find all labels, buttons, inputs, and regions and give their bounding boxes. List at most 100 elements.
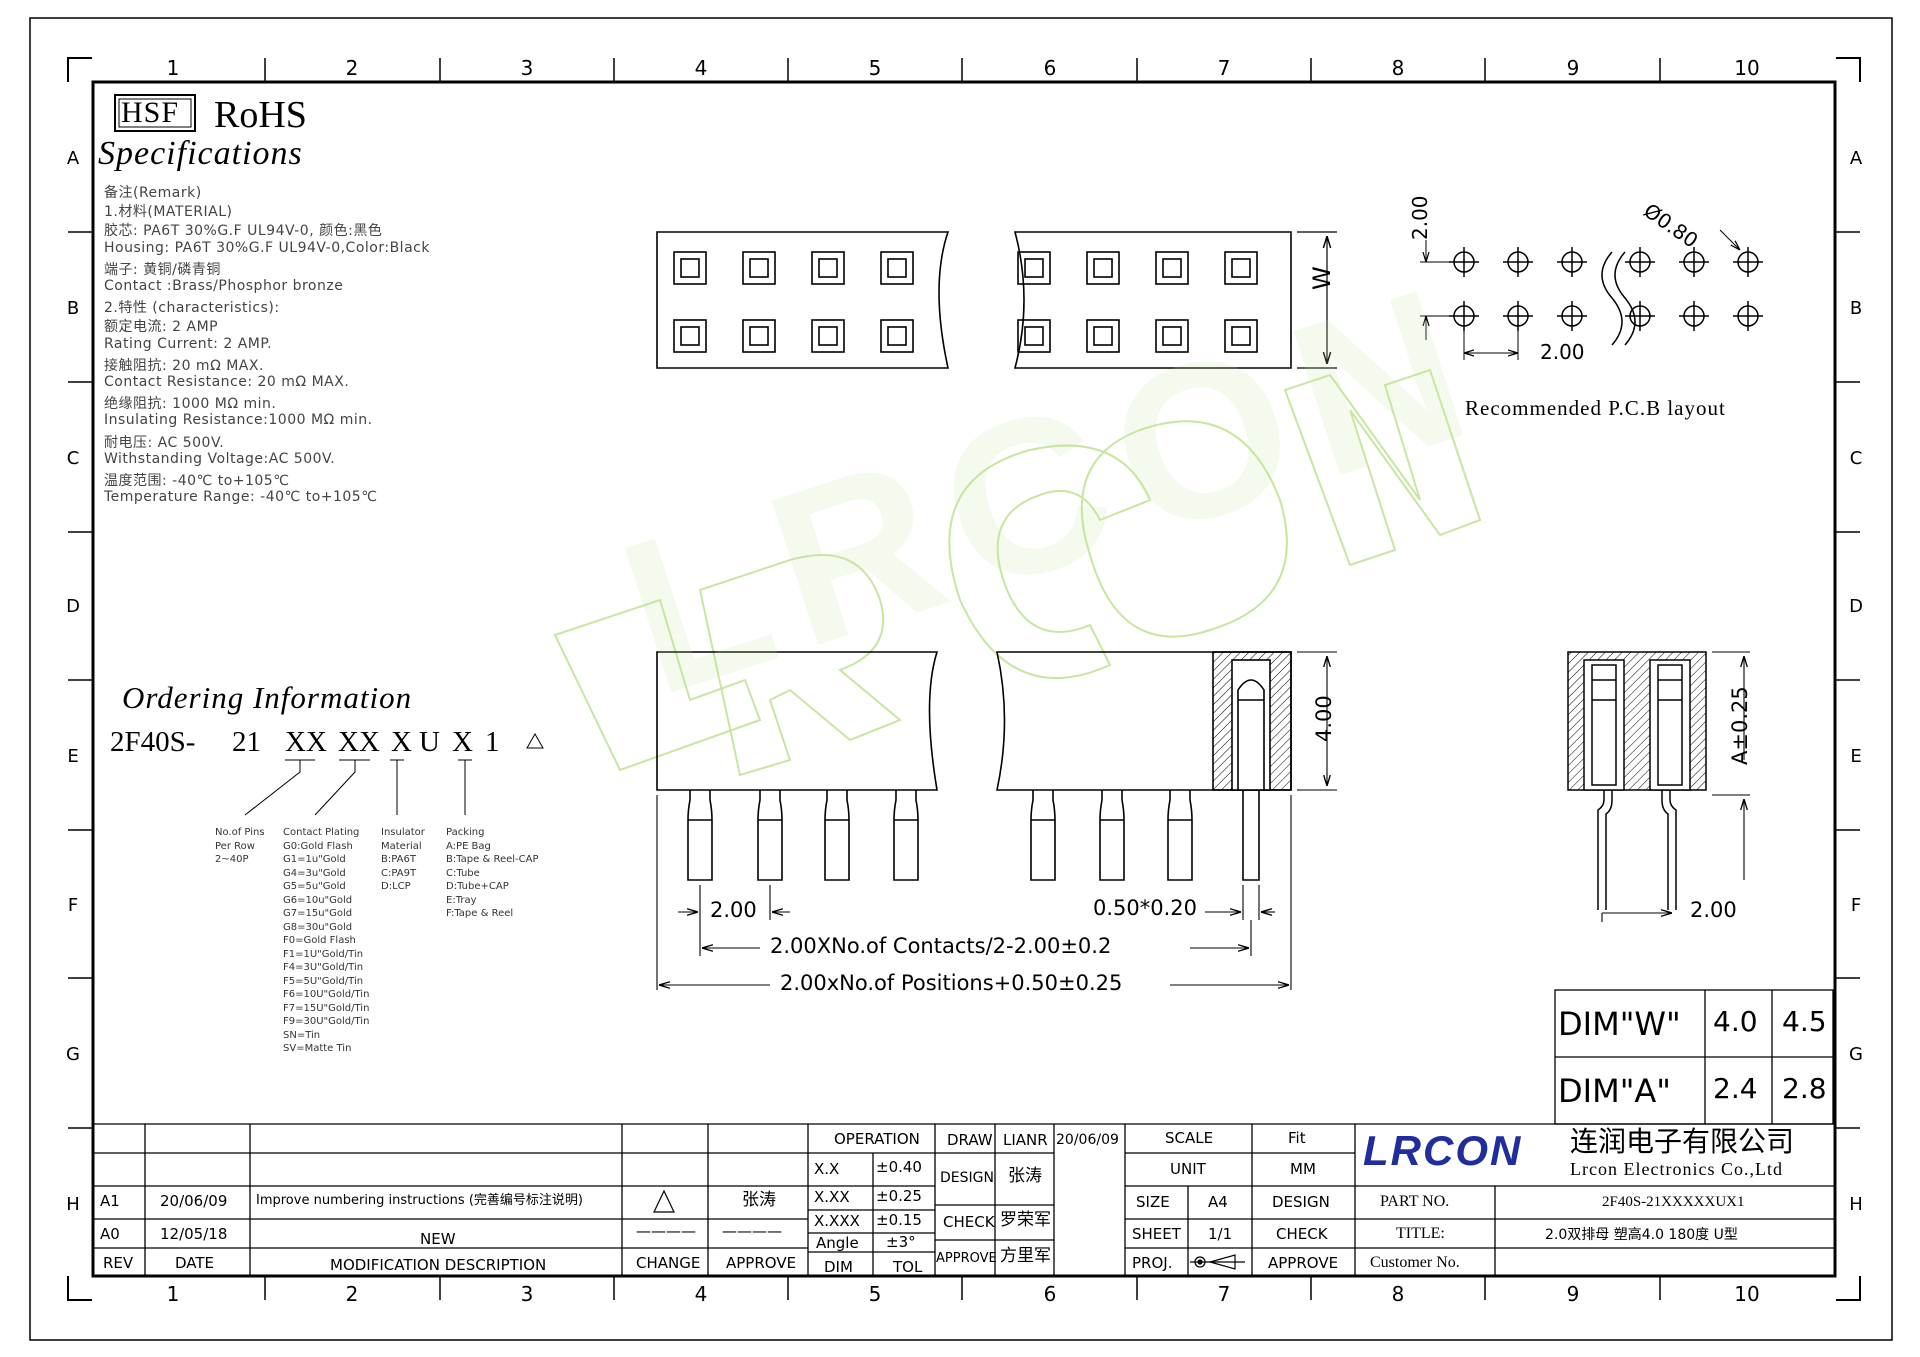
front-view — [656, 651, 1292, 881]
contact-cavity — [811, 251, 845, 285]
contact-cavity-inner — [680, 326, 700, 346]
draw-date: 20/06/09 — [1056, 1132, 1119, 1148]
ordering-leaders — [244, 759, 472, 816]
contact-cavity-inner — [818, 258, 838, 278]
dim-side-a: A±0.25 — [1728, 686, 1752, 765]
header-desc: MODIFICATION DESCRIPTION — [330, 1256, 547, 1274]
contact-cavity — [673, 251, 707, 285]
grid-row-e-left: E — [67, 746, 79, 767]
unit-label: UNIT — [1170, 1160, 1206, 1178]
tol-val-4: ±3° — [886, 1233, 916, 1251]
ordering-code-part: X — [391, 726, 412, 758]
legend-plating: Contact Plating G0:Gold Flash G1=1u"Gold… — [283, 827, 370, 1054]
grid-row-c-left: C — [66, 448, 80, 469]
dim-pitch: 2.00 — [710, 898, 757, 922]
ordering-code-part: 21 — [232, 726, 261, 758]
dim-height: 4.00 — [1312, 695, 1336, 742]
spec-line: 额定电流: 2 AMP — [104, 319, 219, 336]
spec-line: Housing: PA6T 30%G.F UL94V-0,Color:Black — [104, 239, 430, 256]
spec-line: 2.特性 (characteristics): — [104, 300, 280, 317]
contact-cavity — [1155, 319, 1189, 353]
spec-line: Contact Resistance: 20 mΩ MAX. — [104, 374, 350, 390]
grid-row-d-right: D — [1849, 596, 1863, 617]
contact-cavity-inner — [1093, 258, 1113, 278]
draw-label: DRAW — [947, 1131, 993, 1149]
header-approve: APPROVE — [726, 1254, 797, 1272]
header-date: DATE — [175, 1254, 215, 1272]
header-change: CHANGE — [636, 1254, 701, 1272]
grid-row-f-left: F — [67, 895, 79, 916]
watermark-outline — [553, 368, 1482, 777]
contact-cavity — [880, 319, 914, 353]
contact-pin — [1099, 790, 1125, 881]
ordering-title: Ordering Information — [122, 680, 413, 715]
dim-label: DIM — [824, 1258, 853, 1276]
desc-a1: Improve numbering instructions (完善编号标注说明… — [256, 1193, 583, 1208]
contact-cavity-inner — [1024, 258, 1044, 278]
grid-col-1-bottom: 1 — [166, 1282, 180, 1306]
grid-row-a-left: A — [66, 148, 80, 169]
contact-pin — [757, 790, 783, 881]
pcb-caption: Recommended P.C.B layout — [1465, 396, 1726, 420]
rev-a1: A1 — [100, 1192, 120, 1210]
grid-col-7-top: 7 — [1217, 56, 1231, 80]
grid-row-d-left: D — [66, 596, 80, 617]
contact-cavity — [673, 319, 707, 353]
specifications-title: Specifications — [98, 135, 303, 172]
grid-col-2-bottom: 2 — [345, 1282, 359, 1306]
contact-cavity-inner — [1231, 258, 1251, 278]
grid-row-g-right: G — [1849, 1044, 1863, 1065]
pcb-pitch-vertical: 2.00 — [1408, 195, 1432, 240]
tol-key-1: X.X — [814, 1160, 840, 1178]
spec-line: Rating Current: 2 AMP. — [104, 335, 273, 352]
grid-col-3-bottom: 3 — [520, 1282, 534, 1306]
side-view — [1567, 651, 1707, 910]
contact-cavity-inner — [749, 258, 769, 278]
spec-line: 耐电压: AC 500V. — [104, 434, 225, 451]
size-label: SIZE — [1136, 1193, 1170, 1211]
rev-a0: A0 — [100, 1225, 120, 1243]
grid-col-8-bottom: 8 — [1391, 1282, 1405, 1306]
rohs-mark: RoHS — [214, 94, 307, 136]
spec-line: Contact :Brass/Phosphor bronze — [104, 278, 344, 294]
grid-row-f-right: F — [1850, 895, 1862, 916]
ordering-code-part: 2F40S- — [110, 726, 196, 758]
contact-pin — [1167, 790, 1193, 881]
part-no-label: PART NO. — [1380, 1193, 1450, 1210]
company-name-cn: 连润电子有限公司 — [1570, 1125, 1795, 1158]
tol-val-1: ±0.40 — [876, 1158, 922, 1176]
contact-cavity — [1224, 251, 1258, 285]
legend-pins: No.of Pins Per Row 2~40P — [215, 827, 265, 865]
tol-key-2: X.XX — [814, 1188, 850, 1206]
check-name: 罗荣军 — [1000, 1210, 1051, 1230]
grid-row-e-right: E — [1850, 746, 1862, 767]
proj-label: PROJ. — [1132, 1254, 1173, 1272]
check2-label: CHECK — [1276, 1225, 1328, 1243]
ordering-code-part: U — [419, 726, 440, 758]
grid-col-2-top: 2 — [345, 56, 359, 80]
grid-row-h-left: H — [66, 1194, 80, 1215]
contact-cavity — [1086, 319, 1120, 353]
date-a0: 12/05/18 — [160, 1225, 228, 1243]
top-view — [656, 231, 1292, 369]
unit-value: MM — [1290, 1160, 1316, 1178]
dim-w-row-value-2: 4.5 — [1782, 1005, 1827, 1038]
dim-contacts: 2.00XNo.of Contacts/2-2.00±0.2 — [770, 934, 1112, 958]
approve-a1: 张涛 — [742, 1190, 776, 1210]
dim-a-row-label: DIM"A" — [1558, 1072, 1672, 1110]
scale-value: Fit — [1288, 1129, 1306, 1147]
grid-row-b-left: B — [66, 298, 80, 319]
grid-col-5-top: 5 — [868, 56, 882, 80]
dim-side-pitch: 2.00 — [1690, 898, 1737, 922]
grid-row-a-right: A — [1849, 148, 1863, 169]
contact-cavity-inner — [818, 326, 838, 346]
contact-cavity — [1224, 319, 1258, 353]
grid-col-10-top: 10 — [1734, 56, 1760, 80]
approve2-label: APPROVE — [1268, 1254, 1339, 1272]
ordering-code-part: XX — [285, 726, 327, 758]
customer-no-label: Customer No. — [1370, 1254, 1460, 1271]
grid-row-b-right: B — [1849, 298, 1863, 319]
contact-cavity — [742, 251, 776, 285]
tol-key-4: Angle — [816, 1234, 859, 1252]
